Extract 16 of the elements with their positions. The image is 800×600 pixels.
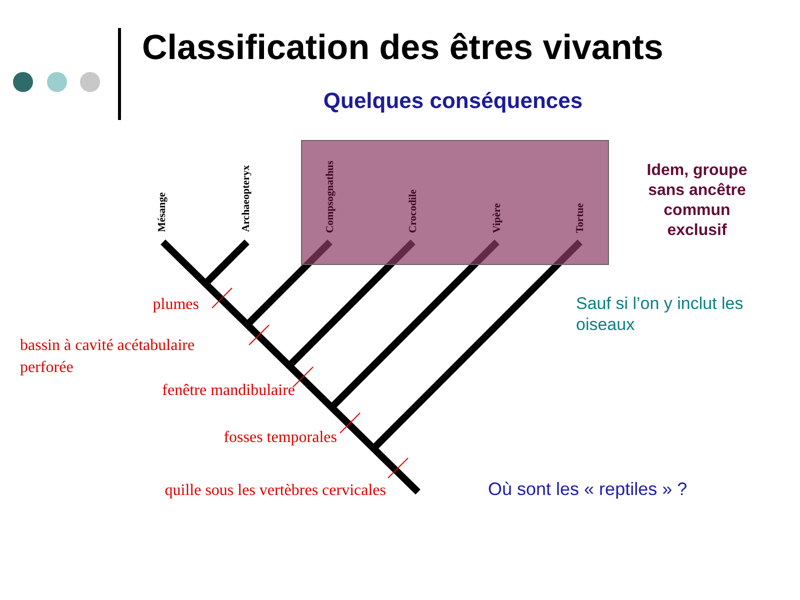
character-label: plumes xyxy=(152,295,199,315)
highlight-box xyxy=(301,140,609,265)
character-label: fosses temporales xyxy=(224,428,337,448)
slide-subtitle: Quelques conséquences xyxy=(322,88,584,114)
taxon-label: Crocodile xyxy=(408,189,420,233)
taxon-label: Vipère xyxy=(492,203,504,233)
taxon-label: Mésange xyxy=(157,192,169,232)
taxon-label: Tortue xyxy=(575,203,587,233)
character-label: fenêtre mandibulaire xyxy=(162,381,295,401)
character-label: quille sous les vertèbres cervicales xyxy=(164,481,386,501)
note-text: Idem, groupe sans ancêtre commun exclusif xyxy=(646,161,748,241)
taxon-label: Archaeopteryx xyxy=(241,165,253,232)
note-text: Sauf si l’on y inclut les oiseaux xyxy=(576,293,744,335)
taxon-label: Compsognathus xyxy=(325,160,337,233)
question-text: Où sont les « reptiles » ? xyxy=(488,478,688,500)
slide-title: Classification des êtres vivants xyxy=(142,28,664,68)
